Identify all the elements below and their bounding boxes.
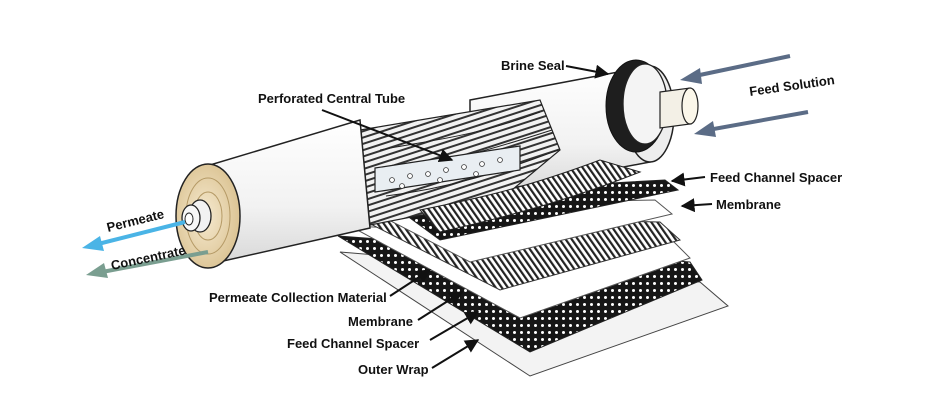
label-brine-seal: Brine Seal [501,58,565,73]
brine-seal [605,59,668,153]
feed-solution-arrows [680,54,809,137]
cartridge [175,65,675,269]
label-feed-channel-spacer-bottom: Feed Channel Spacer [287,336,419,351]
label-concentrate: Concentrate [110,242,187,272]
concentrate-arrow [86,250,209,278]
label-permeate-collection-material: Permeate Collection Material [209,290,387,305]
label-outer-wrap: Outer Wrap [358,362,429,377]
label-membrane-bottom: Membrane [348,314,413,329]
permeate-outlet [181,199,212,233]
label-perforated-central-tube: Perforated Central Tube [258,91,405,106]
perforated-central-tube [374,145,521,193]
permeate-arrow [82,220,186,251]
feed-inlet-nozzle [659,87,699,129]
leader-arrows [321,64,713,369]
label-feed-channel-spacer-top: Feed Channel Spacer [710,170,842,185]
label-membrane-top: Membrane [716,197,781,212]
fanning-sheets [419,159,642,233]
label-feed-solution: Feed Solution [748,72,835,99]
